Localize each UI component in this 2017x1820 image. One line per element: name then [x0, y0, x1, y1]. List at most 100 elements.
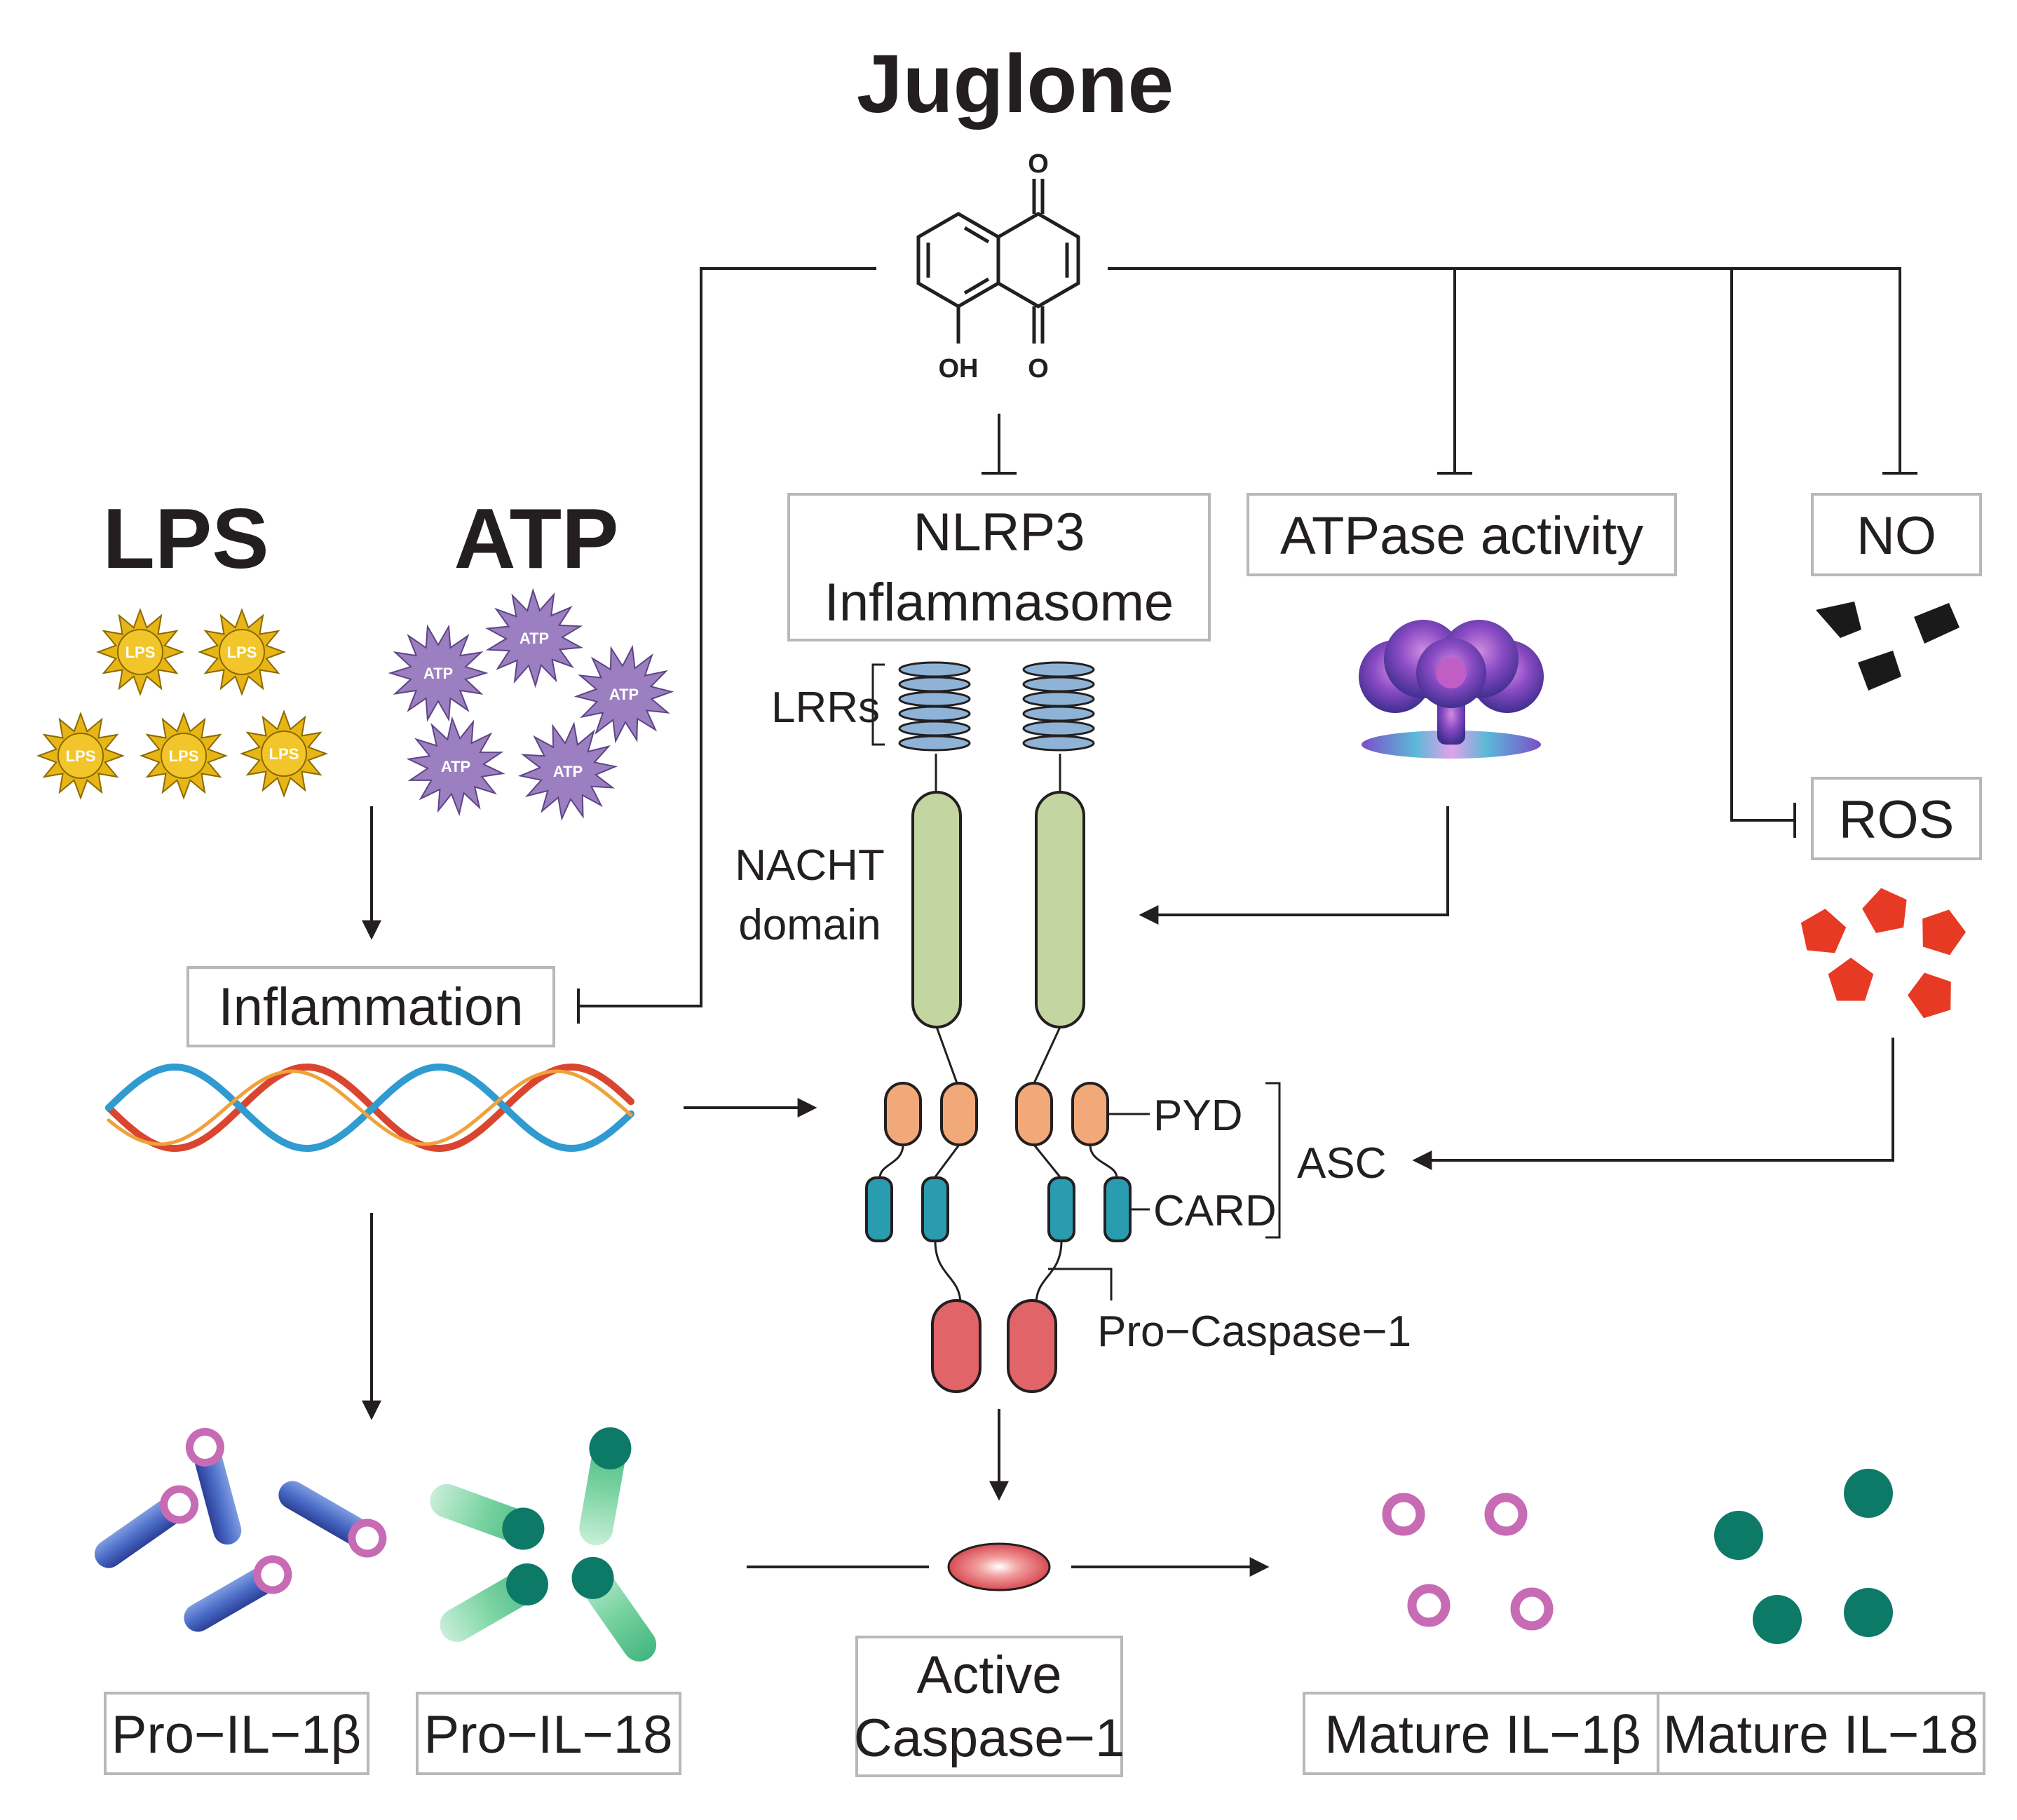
arrow-ros-to-asc	[1412, 1038, 1894, 1170]
pyd-4	[1071, 1082, 1109, 1146]
nlrp3-label-line1: NLRP3	[914, 503, 1085, 562]
ros-particle	[1922, 909, 1966, 956]
pyd-3	[1015, 1082, 1053, 1146]
pro-il18-molecules	[430, 1427, 657, 1662]
lps-particle: LPS	[36, 712, 125, 800]
lrr-repeat	[898, 691, 971, 707]
pro-il18-rod	[430, 1483, 545, 1550]
no-label: NO	[1856, 506, 1936, 566]
pro-il18-rod	[440, 1563, 548, 1642]
nacht-label-line1: NACHT	[735, 841, 885, 890]
lps-particle: LPS	[198, 608, 286, 696]
lrr-repeat	[898, 735, 971, 752]
lrrs-label: LRRs	[771, 684, 880, 732]
pro-il18-box: Pro−IL−18	[416, 1692, 681, 1775]
lps-heading: LPS	[102, 491, 269, 586]
pro-il18-rod	[579, 1427, 632, 1546]
lrr-repeat	[1022, 705, 1095, 722]
atp-particle: ATP	[388, 624, 489, 722]
pro-il18-rod	[571, 1556, 657, 1662]
card-2	[921, 1176, 949, 1242]
ros-label: ROS	[1839, 790, 1955, 850]
active-caspase-label-line2: Caspase−1	[854, 1709, 1125, 1768]
lps-particle: LPS	[240, 709, 328, 798]
lps-particle-label: LPS	[125, 644, 156, 661]
pyd-2	[940, 1082, 978, 1146]
pro-il18-label: Pro−IL−18	[424, 1705, 673, 1765]
lrr-repeat	[898, 705, 971, 722]
inflammation-box: Inflammation	[186, 966, 555, 1047]
arrow-atpase-to-nacht	[1139, 806, 1449, 925]
asc-label: ASC	[1297, 1139, 1386, 1188]
atp-particle: ATP	[573, 644, 674, 744]
lrr-repeat	[898, 676, 971, 693]
pro-il1b-box: Pro−IL−1β	[104, 1692, 369, 1775]
lps-particle: LPS	[140, 712, 228, 800]
lps-particle: LPS	[96, 608, 184, 696]
atp-particle-label: ATP	[519, 630, 549, 647]
pyd-label: PYD	[1153, 1092, 1242, 1140]
lps-particles: LPS LPS LPS LPS LPS	[36, 608, 328, 800]
pro-il1b-rod	[278, 1481, 387, 1558]
pro-il1b-molecules	[94, 1427, 387, 1632]
ros-particles	[1800, 888, 1966, 1019]
ros-particle	[1862, 888, 1907, 933]
inflammation-label: Inflammation	[218, 977, 523, 1037]
nlrp3-box: NLRP3 Inflammasome	[787, 493, 1211, 641]
active-caspase-icon	[947, 1542, 1051, 1591]
hydroxyl-label: OH	[939, 354, 979, 383]
atp-particle-label: ATP	[553, 763, 583, 780]
atp-particles: ATP ATP ATP ATP ATP	[388, 588, 674, 821]
nlrp3-label-line2: Inflammasome	[824, 573, 1174, 632]
atp-particle-label: ATP	[423, 665, 453, 682]
no-particles	[1816, 602, 1960, 691]
nacht-domain-left	[911, 791, 962, 1028]
oxygen-label-top: O	[1028, 149, 1049, 179]
pro-caspase-left	[931, 1299, 982, 1393]
card-3	[1047, 1176, 1075, 1242]
mature-il1b-label: Mature IL−1β	[1324, 1705, 1641, 1765]
no-box: NO	[1811, 493, 1982, 576]
lps-particle-label: LPS	[66, 747, 96, 765]
lrr-repeat	[1022, 661, 1095, 678]
pro-caspase-label: Pro−Caspase−1	[1097, 1308, 1411, 1356]
lrr-repeat	[1022, 720, 1095, 737]
inhibition-lines	[577, 267, 1917, 1024]
atpase-label: ATPase activity	[1280, 506, 1643, 566]
lrr-stack-right	[1022, 661, 1095, 752]
mature-il18-label: Mature IL−18	[1663, 1705, 1978, 1765]
diagram-title: Juglone	[857, 38, 1174, 130]
card-4	[1103, 1176, 1132, 1242]
lrr-repeat	[898, 661, 971, 678]
pro-caspase-right	[1007, 1299, 1057, 1393]
mature-il18-box: Mature IL−18	[1657, 1692, 1985, 1775]
ros-particle	[1908, 972, 1951, 1019]
pro-il1b-label: Pro−IL−1β	[111, 1705, 361, 1765]
ros-particle	[1800, 909, 1847, 953]
ros-particle	[1828, 958, 1874, 1001]
atp-particle: ATP	[406, 716, 505, 817]
lps-particle-label: LPS	[169, 747, 199, 765]
pyd-1	[884, 1082, 922, 1146]
lps-particle-label: LPS	[227, 644, 257, 661]
pro-il1b-rod	[94, 1485, 199, 1568]
pro-il1b-rod	[184, 1555, 292, 1632]
nlrp3-structure: LRRs NACHT domain PY	[735, 661, 1411, 1393]
lps-particle-label: LPS	[269, 745, 299, 763]
mature-il1b-molecules	[1382, 1493, 1554, 1631]
lrr-repeat	[1022, 676, 1095, 693]
atp-heading: ATP	[454, 491, 619, 586]
lrr-repeat	[898, 720, 971, 737]
atpase-cloud-icon	[1359, 620, 1544, 759]
card-1	[865, 1176, 893, 1242]
atp-particle: ATP	[485, 588, 583, 688]
ros-box: ROS	[1811, 777, 1982, 860]
atp-particle-label: ATP	[609, 686, 639, 703]
active-caspase-label-line1: Active	[917, 1645, 1062, 1705]
active-caspase-box: Active Caspase−1	[854, 1636, 1125, 1777]
dna-helix	[105, 1063, 634, 1153]
juglone-structure: O O OH	[916, 149, 1080, 383]
card-label: CARD	[1153, 1187, 1277, 1235]
mature-il1b-box: Mature IL−1β	[1303, 1692, 1663, 1775]
